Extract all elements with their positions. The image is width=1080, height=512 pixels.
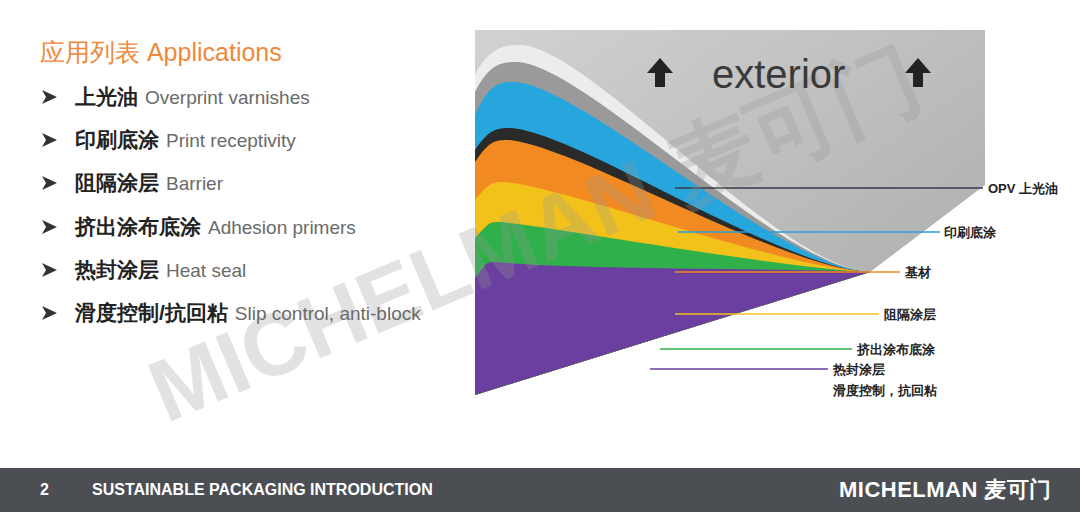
layer-label: 挤出涂布底涂 [857, 341, 935, 359]
bullet-arrow [42, 90, 57, 104]
layer-label: 滑度控制，抗回粘 [833, 382, 937, 400]
leader-line [660, 348, 852, 350]
bullet-arrow [42, 133, 57, 147]
bullet-row: 滑度控制/抗回粘 Slip control, anti-block [75, 299, 421, 327]
layer-label: 基材 [905, 264, 931, 282]
exterior-label: exterior [712, 52, 845, 97]
leader-line [650, 368, 828, 370]
application-name-en: Barrier [166, 173, 223, 195]
bullet-row: 挤出涂布底涂 Adhesion primers [75, 213, 356, 241]
bullet-row: 上光油 Overprint varnishes [75, 83, 310, 111]
layer-label: 热封涂层 [833, 361, 885, 379]
application-name: 热封涂层 [75, 256, 159, 284]
application-name-en: Overprint varnishes [145, 87, 310, 109]
bullet-row: 热封涂层 Heat seal [75, 256, 246, 284]
bullet-row: 阻隔涂层 Barrier [75, 169, 223, 197]
application-name-en: Heat seal [166, 260, 246, 282]
application-name-en: Print receptivity [166, 130, 296, 152]
leader-line [675, 313, 879, 315]
layer-label: 阻隔涂层 [884, 306, 936, 324]
application-name: 上光油 [75, 83, 138, 111]
footer-bar: 2 SUSTAINABLE PACKAGING INTRODUCTION MICHE… [0, 468, 1080, 512]
slide-title: 应用列表 Applications [40, 36, 282, 69]
up-arrow [647, 58, 673, 87]
layer-label: 印刷底涂 [944, 224, 996, 242]
bullet-arrow [42, 306, 57, 320]
application-name: 滑度控制/抗回粘 [75, 299, 228, 327]
footer-title: SUSTAINABLE PACKAGING INTRODUCTION [92, 468, 433, 512]
application-name: 印刷底涂 [75, 126, 159, 154]
bullet-arrow [42, 176, 57, 190]
application-name: 挤出涂布底涂 [75, 213, 201, 241]
leader-line [675, 271, 900, 273]
layer-label: OPV 上光油 [988, 180, 1058, 198]
application-name-en: Slip control, anti-block [235, 303, 421, 325]
bullet-row: 印刷底涂 Print receptivity [75, 126, 296, 154]
bullet-arrow [42, 263, 57, 277]
leader-line [678, 231, 940, 233]
brand-logo: MICHELMAN 麦可门 [839, 468, 1052, 512]
application-name-en: Adhesion primers [208, 217, 356, 239]
page-number: 2 [40, 468, 49, 512]
bullet-arrow [42, 220, 57, 234]
application-name: 阻隔涂层 [75, 169, 159, 197]
